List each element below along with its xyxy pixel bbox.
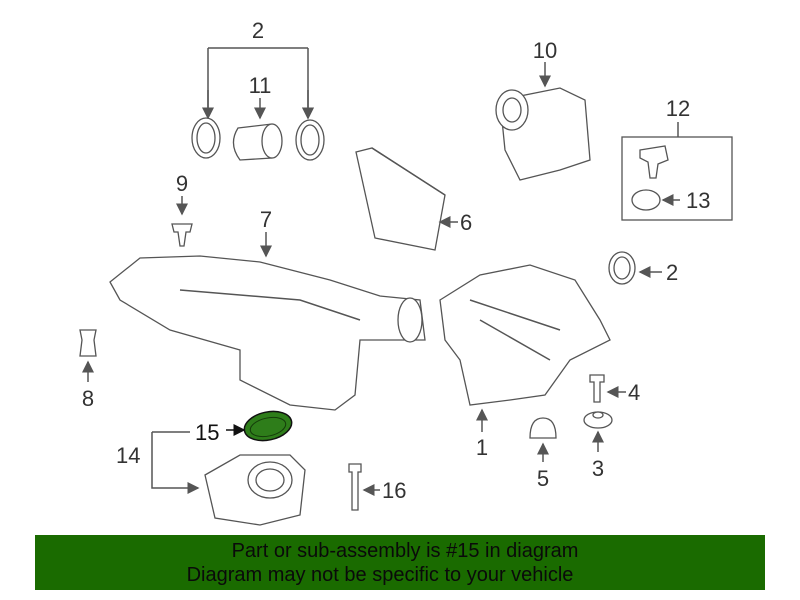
- part-10-mass-air-flow-sensor[interactable]: [495, 62, 591, 181]
- part-15-seal-highlighted[interactable]: [226, 407, 294, 444]
- callout-6: 6: [460, 210, 472, 235]
- callout-2b: 2: [666, 260, 678, 285]
- callout-11: 11: [249, 73, 272, 98]
- part-1-air-cleaner-housing[interactable]: [439, 264, 611, 432]
- part-12-sensor-kit[interactable]: [621, 122, 733, 221]
- part-info-banner: Part or sub-assembly is #15 in diagram D…: [35, 535, 765, 590]
- part-6-air-filter[interactable]: [355, 147, 458, 251]
- callout-15: 15: [195, 420, 219, 445]
- callout-3: 3: [592, 456, 604, 481]
- callout-7: 7: [260, 207, 272, 232]
- part-8-grommet[interactable]: [79, 329, 97, 382]
- part-14-throttle-body[interactable]: [151, 432, 306, 526]
- part-9-clip[interactable]: [171, 196, 193, 247]
- part-2-clamp[interactable]: [608, 251, 662, 285]
- callout-12: 12: [666, 96, 690, 121]
- part-3-mount[interactable]: [583, 411, 613, 452]
- callout-16: 16: [382, 478, 406, 503]
- part-11-coupler[interactable]: [232, 98, 283, 161]
- callout-10: 10: [533, 38, 557, 63]
- part-5-grommet[interactable]: [529, 417, 557, 462]
- callout-8: 8: [82, 386, 94, 411]
- part-16-bolt[interactable]: [348, 463, 380, 511]
- callout-1: 1: [476, 435, 488, 460]
- banner-line-2: Diagram may not be specific to your vehi…: [186, 564, 574, 586]
- callout-4: 4: [628, 380, 640, 405]
- part-4-bolt[interactable]: [589, 374, 626, 403]
- callout-5: 5: [537, 466, 549, 491]
- callout-13: 13: [686, 188, 710, 213]
- part-2-clamps[interactable]: [191, 47, 325, 161]
- banner-line-1: Part or sub-assembly is #15 in diagram: [231, 540, 579, 562]
- callout-9: 9: [176, 171, 188, 196]
- callout-14: 14: [116, 443, 140, 468]
- callout-2: 2: [252, 18, 264, 43]
- part-7-intake-duct[interactable]: [109, 232, 426, 411]
